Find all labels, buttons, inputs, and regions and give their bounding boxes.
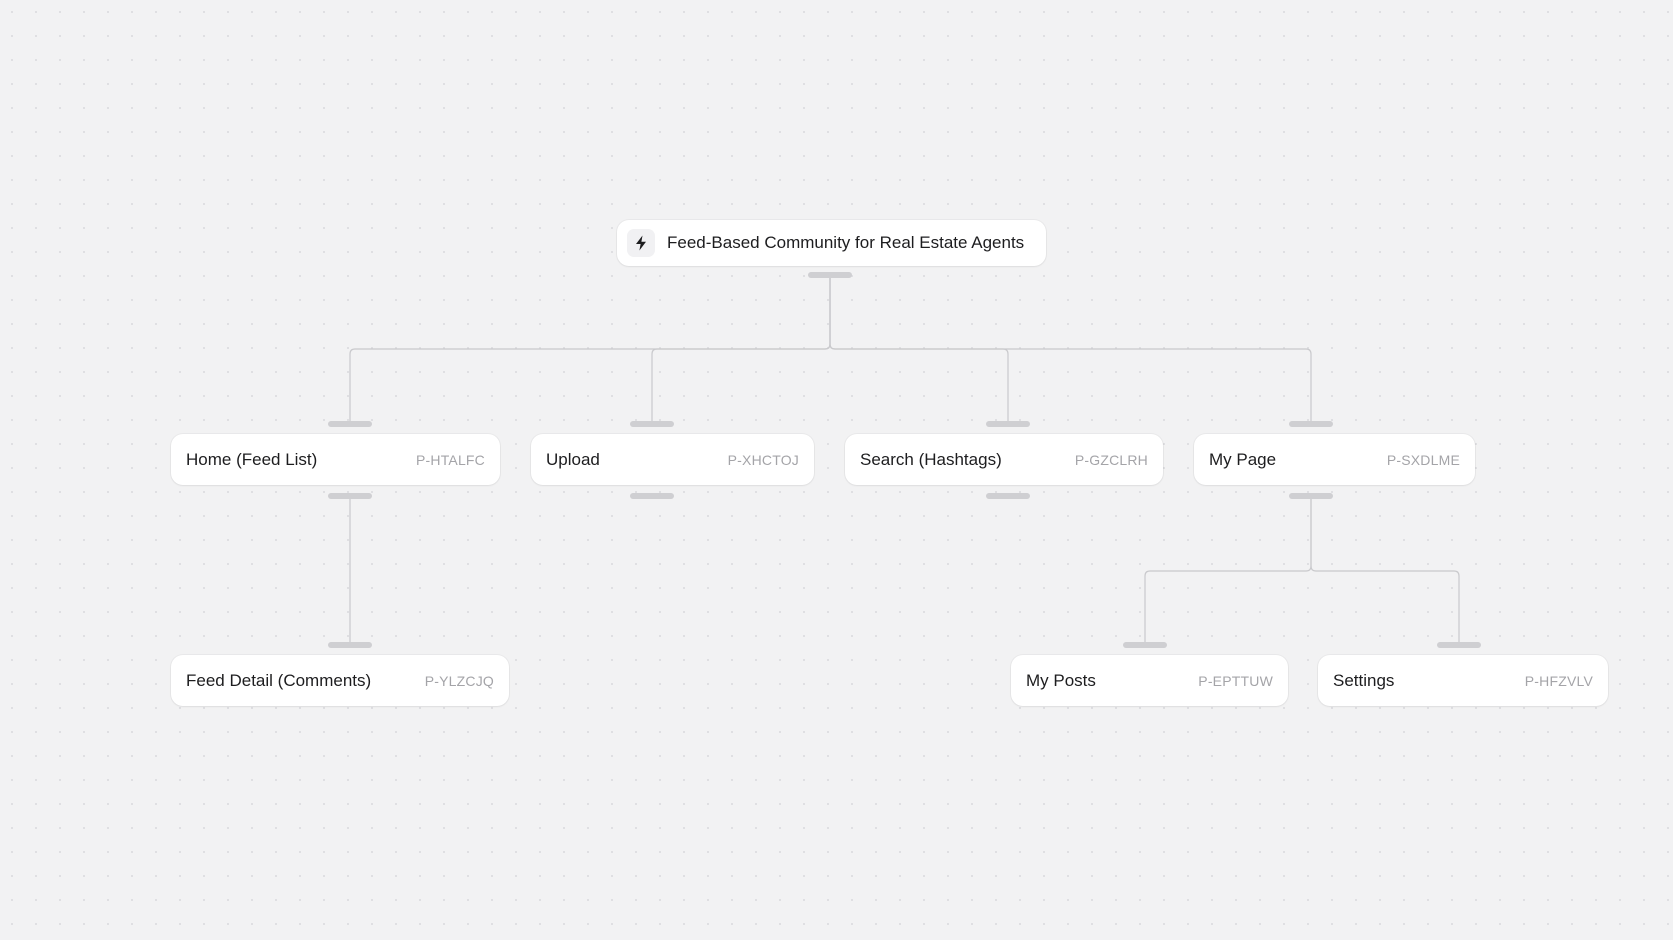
root-node[interactable]: Feed-Based Community for Real Estate Age… xyxy=(617,220,1046,266)
page-title: My Page xyxy=(1209,449,1277,469)
root-source-handle[interactable] xyxy=(808,272,852,278)
settings-target-handle[interactable] xyxy=(1437,642,1481,648)
edge-mypage-myposts xyxy=(1144,496,1312,645)
page-node-settings[interactable]: Settings P-HFZVLV xyxy=(1318,655,1608,706)
page-title: Feed Detail (Comments) xyxy=(186,670,372,690)
edge-mypage-settings xyxy=(1310,496,1460,645)
upload-target-handle[interactable] xyxy=(630,421,674,427)
page-code: P-GZCLRH xyxy=(1074,451,1148,468)
page-code: P-EPTTUW xyxy=(1198,672,1273,689)
page-node-my-posts[interactable]: My Posts P-EPTTUW xyxy=(1011,655,1288,706)
page-title: Search (Hashtags) xyxy=(860,449,1002,469)
page-node-upload[interactable]: Upload P-XHCTOJ xyxy=(531,434,814,485)
page-node-mypage[interactable]: My Page P-SXDLME xyxy=(1194,434,1475,485)
home-source-handle[interactable] xyxy=(328,493,372,499)
root-title: Feed-Based Community for Real Estate Age… xyxy=(667,233,1025,252)
page-code: P-SXDLME xyxy=(1386,451,1460,468)
page-code: P-HTALFC xyxy=(415,451,485,468)
page-node-search[interactable]: Search (Hashtags) P-GZCLRH xyxy=(845,434,1163,485)
page-title: Settings xyxy=(1333,670,1395,690)
search-target-handle[interactable] xyxy=(986,421,1030,427)
page-code: P-XHCTOJ xyxy=(727,451,799,468)
upload-source-handle[interactable] xyxy=(630,493,674,499)
page-code: P-HFZVLV xyxy=(1524,672,1593,689)
edge-root-upload xyxy=(651,275,831,424)
page-title: My Posts xyxy=(1026,670,1096,690)
mypage-target-handle[interactable] xyxy=(1289,421,1333,427)
page-node-home[interactable]: Home (Feed List) P-HTALFC xyxy=(171,434,500,485)
page-node-feed-detail[interactable]: Feed Detail (Comments) P-YLZCJQ xyxy=(171,655,509,706)
lightning-bolt-icon xyxy=(627,229,655,257)
mypage-source-handle[interactable] xyxy=(1289,493,1333,499)
search-source-handle[interactable] xyxy=(986,493,1030,499)
page-code: P-YLZCJQ xyxy=(424,672,494,689)
myposts-target-handle[interactable] xyxy=(1123,642,1167,648)
page-title: Upload xyxy=(546,449,600,469)
home-target-handle[interactable] xyxy=(328,421,372,427)
edge-root-mypage xyxy=(829,275,1312,424)
page-title: Home (Feed List) xyxy=(186,449,318,469)
detail-target-handle[interactable] xyxy=(328,642,372,648)
